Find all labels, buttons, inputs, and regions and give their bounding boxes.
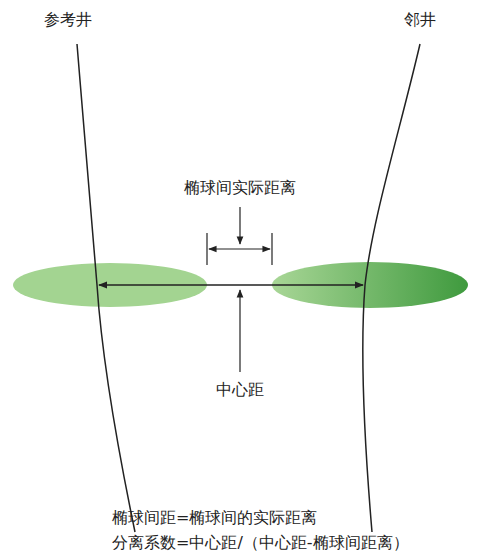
dimension-label: 椭球间实际距离 [184, 178, 296, 198]
reference-well-path [77, 44, 135, 532]
well-name: 邻井 [404, 10, 436, 30]
formula-note: 分离系数=中心距/（中心距-椭球间距离） [112, 533, 409, 553]
extent-tick [206, 233, 207, 265]
neighbor-well-path [363, 44, 420, 532]
well-name: 参考井 [44, 10, 92, 30]
leader-arrow [239, 290, 240, 372]
gap-arrow [209, 248, 270, 249]
dimension-label: 中心距 [216, 380, 264, 400]
extent-tick [271, 233, 272, 265]
formula-note: 椭球间距=椭球间的实际距离 [112, 508, 317, 528]
center-distance-arrow [99, 284, 363, 285]
leader-arrow [239, 207, 240, 244]
